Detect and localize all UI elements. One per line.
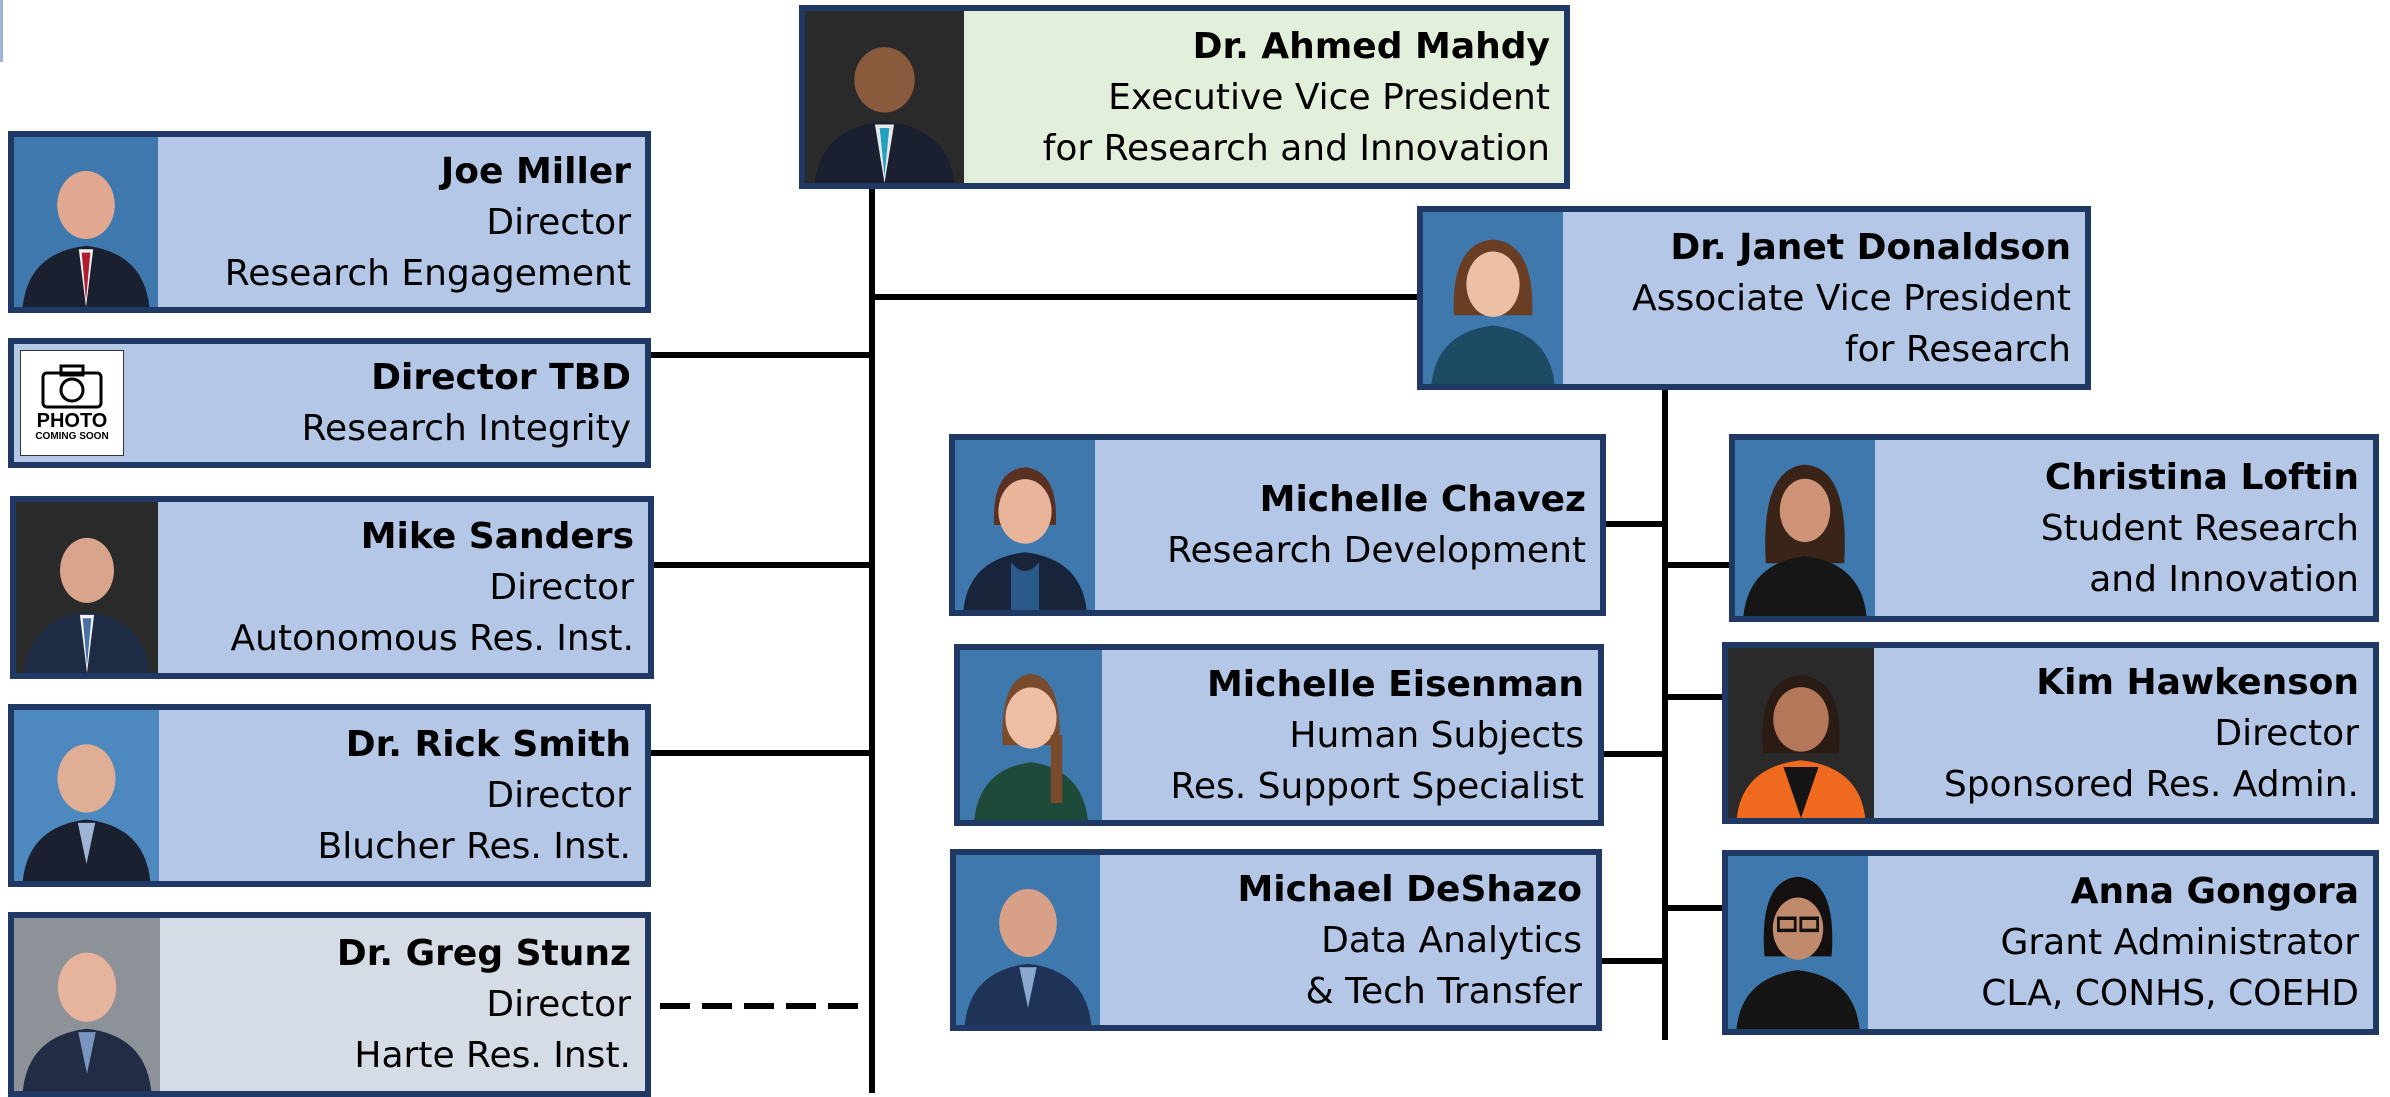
person-name: Joe Miller [440,150,631,192]
person-title: Associate Vice President [1632,277,2071,319]
person-name: Anna Gongora [2070,871,2359,912]
person-title: Grant Administrator [2000,922,2359,963]
connector-main-vertical [869,184,875,1093]
card-text: Michael DeShazo Data Analytics & Tech Tr… [1100,855,1596,1025]
card-director-tbd: PHOTO COMING SOON Director TBD Research … [8,338,651,468]
portrait-photo [16,502,158,673]
card-mike-sanders: Mike Sanders Director Autonomous Res. In… [10,496,654,679]
card-michelle-chavez: Michelle Chavez Research Development [949,434,1606,616]
person-unit: Sponsored Res. Admin. [1943,763,2359,805]
portrait-photo [956,855,1100,1025]
photo-placeholder-line1: PHOTO [36,410,108,432]
person-unit: Harte Res. Inst. [354,1035,631,1076]
portrait-photo [14,710,159,881]
connector-to-hawkenson [1665,694,1724,700]
card-rick-smith: Dr. Rick Smith Director Blucher Res. Ins… [8,704,651,887]
connector-to-smith [648,750,872,756]
photo-coming-soon-icon: PHOTO COMING SOON [20,350,124,456]
connector-avp-vertical [1662,386,1668,1040]
person-name: Michelle Chavez [1259,479,1586,520]
card-text: Joe Miller Director Research Engagement [158,137,645,307]
portrait-photo [955,440,1095,610]
person-title: Director [486,201,631,243]
card-joe-miller: Joe Miller Director Research Engagement [8,131,651,313]
card-text: Dr. Janet Donaldson Associate Vice Presi… [1563,212,2085,384]
portrait-photo [1728,856,1868,1029]
portrait-photo [1735,440,1875,616]
photo-placeholder-line2: COMING SOON [35,431,109,442]
connector-to-loftin [1665,562,1729,568]
person-name: Dr. Ahmed Mahdy [1192,25,1550,67]
person-title: Data Analytics [1321,919,1582,961]
card-text: Director TBD Research Integrity [134,344,645,462]
card-janet-donaldson: Dr. Janet Donaldson Associate Vice Presi… [1417,206,2091,390]
person-title: Human Subjects [1289,714,1584,756]
portrait-photo [805,11,964,183]
person-title: Executive Vice President [1108,76,1550,118]
camera-icon [41,364,103,409]
person-unit: Autonomous Res. Inst. [230,618,634,659]
card-ahmed-mahdy: Dr. Ahmed Mahdy Executive Vice President… [799,5,1570,189]
card-text: Dr. Ahmed Mahdy Executive Vice President… [964,11,1564,183]
person-name: Michael DeShazo [1237,868,1582,910]
person-unit: & Tech Transfer [1305,970,1582,1012]
person-unit: Research Development [1167,530,1586,571]
card-text: Mike Sanders Director Autonomous Res. In… [158,502,648,673]
card-michael-deshazo: Michael DeShazo Data Analytics & Tech Tr… [950,849,1602,1031]
person-unit: for Research and Innovation [1042,127,1550,169]
portrait-photo [960,650,1102,820]
card-text: Dr. Rick Smith Director Blucher Res. Ins… [159,710,645,881]
person-unit: Blucher Res. Inst. [317,826,631,867]
portrait-photo [14,918,160,1091]
person-unit: CLA, CONHS, COEHD [1981,973,2359,1014]
connector-to-chavez [1603,521,1665,527]
connector-to-donaldson [872,294,1420,300]
person-unit: Research Engagement [224,252,631,294]
connector-to-gongora [1665,905,1724,911]
connector-to-sanders [651,562,872,568]
card-text: Dr. Greg Stunz Director Harte Res. Inst. [160,918,645,1091]
card-text: Anna Gongora Grant Administrator CLA, CO… [1868,856,2373,1029]
person-name: Kim Hawkenson [2036,661,2359,703]
person-title: Student Research [2040,507,2359,549]
person-unit: Research Integrity [301,408,631,449]
corner-accent [0,0,3,62]
card-text: Michelle Eisenman Human Subjects Res. Su… [1102,650,1598,820]
person-name: Christina Loftin [2044,456,2359,498]
card-text: Kim Hawkenson Director Sponsored Res. Ad… [1874,648,2373,818]
connector-to-tbd [648,352,872,358]
person-name: Director TBD [371,357,631,398]
person-title: Director [486,984,631,1025]
dashed-connector-to-stunz [660,1003,872,1009]
person-unit: for Research [1844,328,2071,370]
person-title: Director [489,567,634,608]
portrait-photo [1423,212,1563,384]
person-name: Michelle Eisenman [1206,663,1584,705]
person-name: Dr. Janet Donaldson [1670,226,2071,268]
person-unit: Res. Support Specialist [1170,765,1584,807]
person-title: Director [2214,712,2359,754]
card-greg-stunz: Dr. Greg Stunz Director Harte Res. Inst. [8,912,651,1097]
connector-to-eisenman [1602,751,1665,757]
portrait-photo [1728,648,1874,818]
person-title: Director [486,775,631,816]
connector-to-deshazo [1598,958,1665,964]
portrait-photo [14,137,158,307]
card-michelle-eisenman: Michelle Eisenman Human Subjects Res. Su… [954,644,1604,826]
card-kim-hawkenson: Kim Hawkenson Director Sponsored Res. Ad… [1722,642,2379,824]
person-name: Mike Sanders [360,516,634,557]
card-text: Christina Loftin Student Research and In… [1875,440,2373,616]
card-text: Michelle Chavez Research Development [1095,440,1600,610]
person-name: Dr. Greg Stunz [336,933,631,974]
card-christina-loftin: Christina Loftin Student Research and In… [1729,434,2379,622]
person-name: Dr. Rick Smith [345,724,631,765]
card-anna-gongora: Anna Gongora Grant Administrator CLA, CO… [1722,850,2379,1035]
person-unit: and Innovation [2089,558,2359,600]
